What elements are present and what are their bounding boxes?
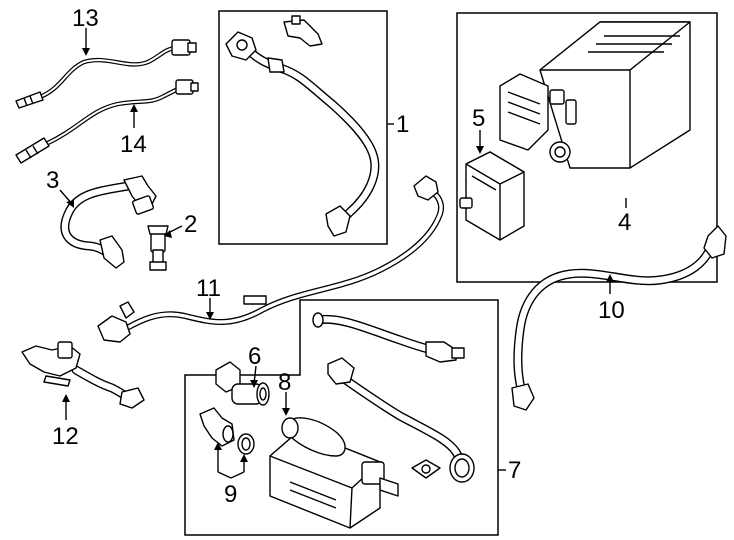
connector-2 — [147, 225, 169, 271]
fitting-9 — [199, 407, 235, 447]
canister-8 — [269, 417, 399, 529]
vapor-line-11 — [97, 175, 444, 343]
callout-4: 4 — [618, 209, 631, 236]
group-box-7 — [184, 299, 499, 536]
evap-canister-4 — [499, 21, 691, 169]
vapor-hose-10 — [511, 225, 727, 411]
callout-6: 6 — [248, 343, 261, 370]
callout-2: 2 — [184, 211, 197, 238]
callout-5: 5 — [472, 105, 485, 132]
callout-14: 14 — [120, 131, 147, 158]
callout-11: 11 — [196, 275, 221, 302]
callout-13: 13 — [72, 5, 99, 32]
group-box-1 — [218, 10, 388, 245]
callout-9: 9 — [224, 481, 237, 508]
o-ring-9 — [237, 433, 255, 455]
group-box-4 — [456, 12, 718, 283]
callout-10: 10 — [598, 297, 625, 324]
connector-6 — [215, 361, 270, 406]
oxygen-sensor-14 — [15, 79, 199, 164]
leader-lines — [59, 28, 627, 479]
hose-7 — [312, 312, 475, 483]
oxygen-sensor-13 — [15, 39, 197, 109]
vapor-hose-1 — [225, 15, 380, 237]
callout-12: 12 — [52, 423, 79, 450]
callout-8: 8 — [278, 369, 291, 396]
hose-12 — [21, 341, 145, 409]
callout-3: 3 — [46, 167, 59, 194]
purge-valve-5 — [459, 151, 525, 241]
vapor-hose-3 — [60, 175, 157, 269]
callout-7: 7 — [508, 457, 521, 484]
callout-1: 1 — [396, 111, 409, 138]
